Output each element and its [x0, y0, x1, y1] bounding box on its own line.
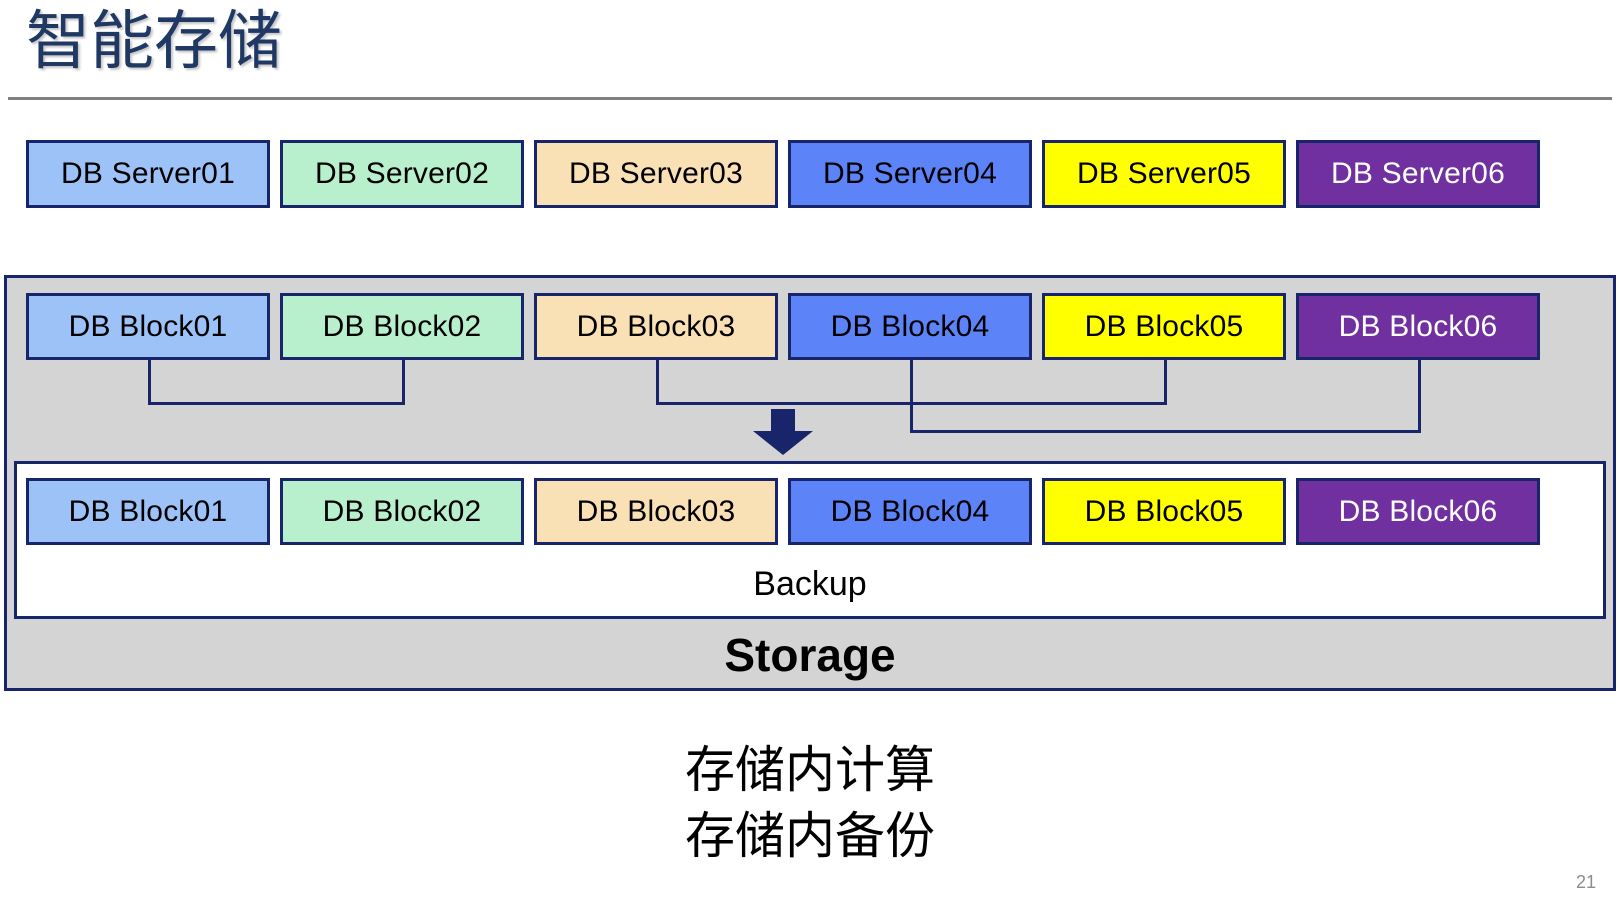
db-server-cell-label: DB Server03 [569, 157, 743, 190]
db-block-backup-cell-label: DB Block03 [576, 494, 736, 528]
db-block-backup-cell-label: DB Block05 [1084, 494, 1244, 528]
db-server-cell-2: DB Server02 [280, 140, 524, 208]
db-block-primary-cell-3: DB Block03 [534, 293, 778, 360]
db-server-cell-5: DB Server05 [1042, 140, 1286, 208]
storage-label: Storage [724, 629, 896, 681]
db-server-cell-label: DB Server02 [315, 157, 489, 190]
db-block-backup-cell-4: DB Block04 [788, 478, 1032, 545]
connector-block03-block05-right-leg [1164, 360, 1167, 402]
down-arrow-icon [753, 409, 813, 455]
db-server-cell-1: DB Server01 [26, 140, 270, 208]
db-server-cell-4: DB Server04 [788, 140, 1032, 208]
db-block-backup-cell-label: DB Block04 [830, 494, 990, 528]
db-block-primary-cell-label: DB Block05 [1084, 309, 1244, 343]
backup-label: Backup [753, 565, 867, 603]
caption-in-storage-backup: 存储内备份 [685, 808, 935, 864]
page-number: 21 [1575, 872, 1596, 892]
connector-block04-block06-left-leg [910, 360, 913, 430]
db-block-primary-cell-5: DB Block05 [1042, 293, 1286, 360]
db-block-primary-cell-6: DB Block06 [1296, 293, 1540, 360]
caption-in-storage-compute: 存储内计算 [685, 742, 935, 798]
db-block-primary-cell-label: DB Block02 [322, 309, 482, 343]
db-block-primary-cell-1: DB Block01 [26, 293, 270, 360]
db-server-cell-3: DB Server03 [534, 140, 778, 208]
connector-block04-block06-span [910, 430, 1421, 433]
db-block-primary-cell-4: DB Block04 [788, 293, 1032, 360]
connector-block04-block06-right-leg [1418, 360, 1421, 430]
connector-block03-block05-left-leg [656, 360, 659, 402]
connector-block01-block02-span [148, 402, 405, 405]
db-server-cell-label: DB Server05 [1077, 157, 1251, 190]
db-block-primary-cell-label: DB Block04 [830, 309, 990, 343]
connector-block01-block02-right-leg [402, 360, 405, 402]
db-block-primary-cell-label: DB Block01 [68, 309, 228, 343]
db-block-backup-cell-3: DB Block03 [534, 478, 778, 545]
db-block-backup-cell-2: DB Block02 [280, 478, 524, 545]
page-title: 智能存储 [26, 5, 282, 77]
db-block-backup-cell-5: DB Block05 [1042, 478, 1286, 545]
db-block-backup-cell-6: DB Block06 [1296, 478, 1540, 545]
connector-block01-block02-left-leg [148, 360, 151, 402]
db-block-primary-cell-label: DB Block06 [1338, 309, 1498, 343]
db-server-cell-label: DB Server04 [823, 157, 997, 190]
db-block-backup-cell-label: DB Block02 [322, 494, 482, 528]
db-block-primary-cell-label: DB Block03 [576, 309, 736, 343]
db-block-backup-cell-1: DB Block01 [26, 478, 270, 545]
title-divider [8, 97, 1612, 100]
db-server-cell-6: DB Server06 [1296, 140, 1540, 208]
db-block-backup-cell-label: DB Block06 [1338, 494, 1498, 528]
db-block-backup-cell-label: DB Block01 [68, 494, 228, 528]
db-block-primary-cell-2: DB Block02 [280, 293, 524, 360]
db-server-cell-label: DB Server06 [1331, 157, 1505, 190]
db-server-cell-label: DB Server01 [61, 157, 235, 190]
